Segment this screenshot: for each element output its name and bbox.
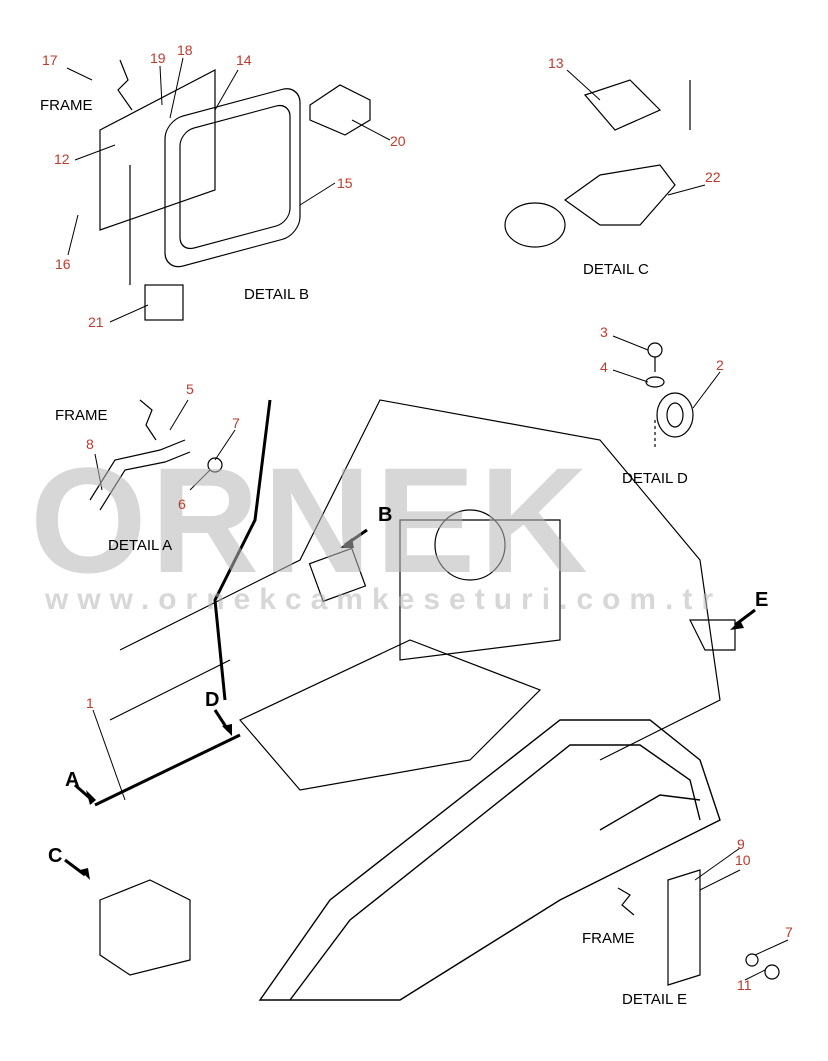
callout-4: 4 [600,359,608,375]
detail-c-title: DETAIL C [583,261,649,278]
detail-b-relay-21 [129,165,184,321]
detail-a-title: DETAIL A [108,537,173,554]
frame-label-e: FRAME [582,930,635,947]
view-letter-a: A [65,769,80,791]
callout-20: 20 [390,133,406,149]
callout-9: 9 [737,836,745,852]
callout-12: 12 [54,151,70,167]
detail-e-title: DETAIL E [622,991,688,1008]
detail-b-connector-20 [309,84,371,136]
callout-3: 3 [600,324,608,340]
callout-16: 16 [55,256,71,272]
track [258,719,721,1001]
callout-19: 19 [150,50,166,66]
frame-label-b: FRAME [40,97,93,114]
callout-8: 8 [86,436,94,452]
callout-17: 17 [42,52,58,68]
callout-15: 15 [337,175,353,191]
callout-5: 5 [186,381,194,397]
callout-2: 2 [716,357,724,373]
callout-21: 21 [88,314,104,330]
detail-e-plate [617,869,780,986]
view-letter-e: E [755,589,769,611]
detail-b-title: DETAIL B [244,286,310,303]
detail-b-ecu-module [164,88,301,268]
view-letter-d: D [205,689,220,711]
view-letter-b: B [378,504,393,526]
view-letter-c: C [48,845,63,867]
callout-10: 10 [735,852,751,868]
leader-lines [66,57,789,981]
callout-7a: 7 [232,415,240,431]
watermark-url: www.ornekcamkeseturi.com.tr [45,583,723,616]
view-arrows [64,528,756,880]
callout-14: 14 [236,52,252,68]
frame-label-a: FRAME [55,407,108,424]
detail-c-valve [504,79,691,248]
callout-6: 6 [178,496,186,512]
detail-d-title: DETAIL D [622,470,688,487]
watermark-brand: ORNEK [30,436,592,604]
main-machine [94,399,736,976]
detail-a-clip [89,399,223,511]
callout-11: 11 [737,977,752,993]
detail-d-grommet [645,342,694,448]
detail-b-bracket [99,59,216,231]
callout-22: 22 [705,169,721,185]
callout-13: 13 [548,55,564,71]
callout-1: 1 [86,695,94,711]
callout-7b: 7 [785,924,793,940]
callout-18: 18 [177,42,193,58]
